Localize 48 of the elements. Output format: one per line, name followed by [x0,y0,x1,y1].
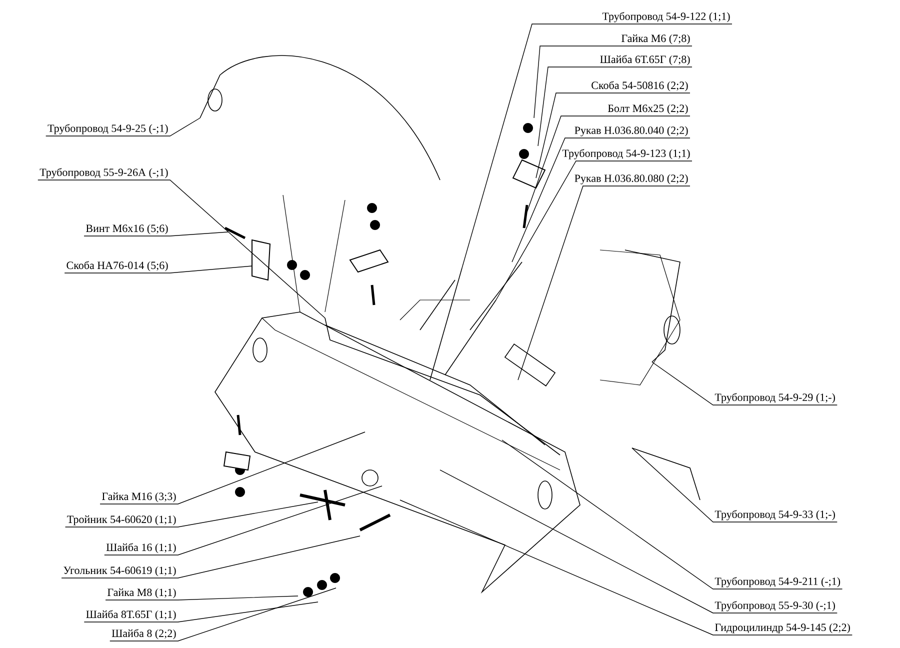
leader-line [38,180,326,318]
leader-line [632,448,838,522]
leader-line [84,232,228,236]
part-label: Болт М6х25 (2;2) [608,104,688,114]
part-label: Трубопровод 54-9-122 (1;1) [602,12,730,22]
part-label: Шайба 16 (1;1) [106,543,176,554]
leader-line [502,440,843,590]
part-label: Гайка М6 (7;8) [622,34,690,44]
leader-line [652,362,838,406]
leader-line [46,118,200,136]
part-label: Тройник 54-60620 (1;1) [67,515,176,526]
part-label: Трубопровод 54-9-29 (1;-) [714,393,835,404]
leader-line [518,186,690,380]
part-label: Шайба 8 (2;2) [112,629,176,640]
leader-line [64,266,252,274]
part-label: Гидроцилиндр 54-9-145 (2;2) [715,623,850,634]
part-label: Рукав Н.036.80.080 (2;2) [574,174,688,184]
part-label: Скоба 54-50816 (2;2) [592,81,688,92]
part-label: Гайка М8 (1;1) [108,588,176,598]
part-label: Трубопровод 54-9-123 (1;1) [562,149,690,160]
leader-line [496,160,692,300]
part-label: Винт М6х16 (5;6) [86,224,168,234]
leader-line [526,116,690,212]
leader-line [534,46,692,118]
part-label: Скоба НА76-014 (5;6) [66,261,168,272]
leader-line [400,500,853,636]
part-label: Трубопровод 54-9-25 (-;1) [48,124,168,134]
leader-line [84,602,318,622]
leader-line [61,536,360,578]
part-label: Гайка М16 (3;3) [102,492,176,502]
part-label: Трубопровод 55-9-30 (-;1) [714,601,835,612]
part-label: Шайба 8Т.65Г (1;1) [86,610,176,620]
part-label: Шайба 6Т.65Г (7;8) [600,55,690,66]
leader-line [536,92,690,178]
leader-line [440,470,838,614]
leader-line [538,66,692,146]
part-label: Рукав Н.036.80.040 (2;2) [574,126,688,136]
leader-line [110,588,336,642]
leader-line [104,486,382,556]
part-label: Трубопровод 54-9-33 (1;-) [714,510,835,520]
leader-line [512,138,690,262]
part-label: Трубопровод 54-9-211 (-;1) [714,577,840,588]
leader-line [100,432,366,504]
leader-line [64,502,318,528]
part-label: Угольник 54-60619 (1;1) [64,566,176,576]
leader-line [462,24,732,268]
leader-line [105,596,298,600]
part-label: Трубопровод 55-9-26А (-;1) [40,168,168,178]
